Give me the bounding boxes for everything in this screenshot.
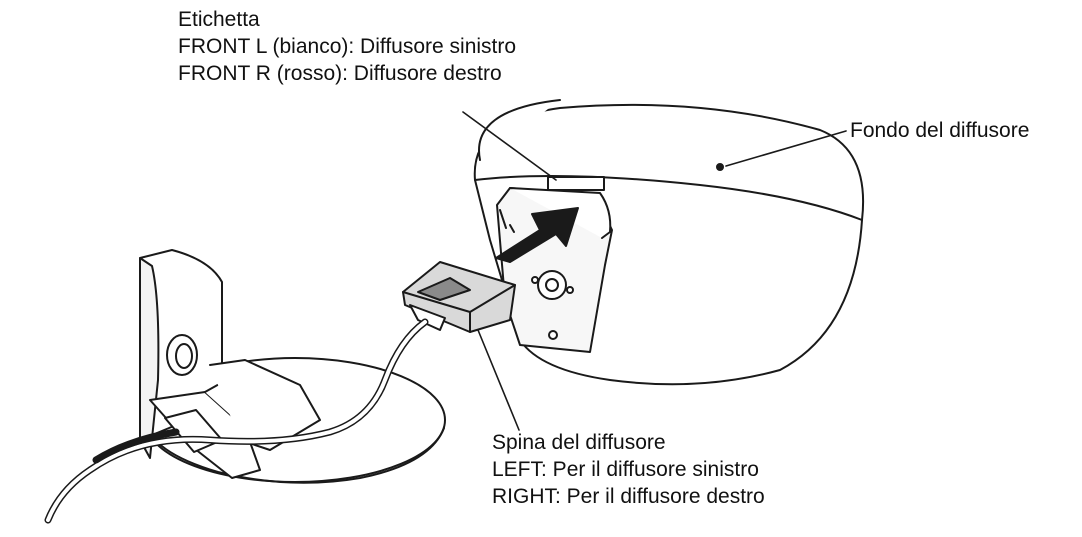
leader-spina [477, 329, 520, 431]
leader-etichetta [462, 111, 557, 181]
label-etichetta-title: Etichetta [178, 8, 260, 31]
label-etichetta: Etichetta FRONT L (bianco): Diffusore si… [178, 6, 516, 87]
label-spina: Spina del diffusore LEFT: Per il diffuso… [492, 429, 765, 510]
label-fondo-diffusore: Fondo del diffusore [850, 119, 1030, 142]
label-left: LEFT: Per il diffusore sinistro [492, 458, 759, 481]
leader-fondo [725, 130, 847, 167]
label-front-r: FRONT R (rosso): Diffusore destro [178, 62, 502, 85]
insert-arrow [495, 207, 579, 263]
label-front-l: FRONT L (bianco): Diffusore sinistro [178, 35, 517, 58]
label-right: RIGHT: Per il diffusore destro [492, 485, 765, 508]
speaker-plug [402, 261, 516, 333]
stand-bracket [139, 249, 321, 479]
label-spina-title: Spina del diffusore [492, 431, 666, 454]
